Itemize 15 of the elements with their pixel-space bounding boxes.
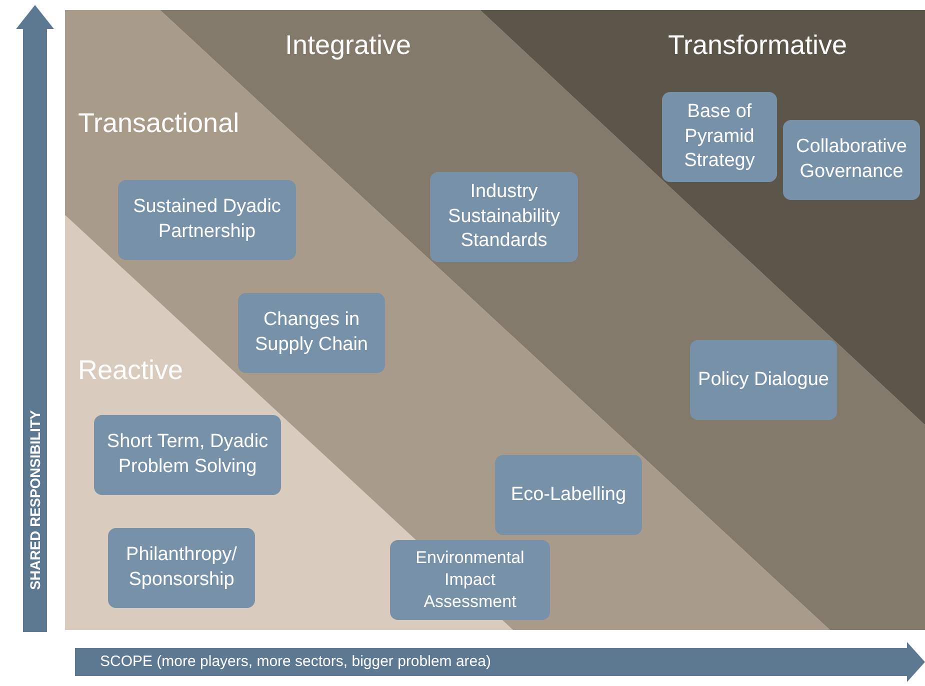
category-box: Industry Sustainability Standards [430, 172, 578, 262]
band-title: Transactional [78, 108, 240, 139]
band-title: Reactive [78, 355, 184, 386]
category-box: Sustained Dyadic Partnership [118, 180, 296, 260]
category-box: Philanthropy/ Sponsorship [108, 528, 255, 608]
axis-label: SHARED RESPONSIBILITY [27, 410, 43, 590]
band-title: Integrative [285, 30, 412, 61]
category-box: Base of Pyramid Strategy [662, 92, 777, 182]
band-title: Transformative [668, 30, 848, 61]
category-box: Collaborative Governance [783, 120, 920, 200]
axis-label: SCOPE (more players, more sectors, bigger problem area) [100, 653, 491, 670]
category-box: Changes in Supply Chain [238, 293, 385, 373]
category-box: Short Term, Dyadic Problem Solving [94, 415, 281, 495]
category-box: Eco-Labelling [495, 455, 642, 535]
category-box: Policy Dialogue [690, 340, 837, 420]
